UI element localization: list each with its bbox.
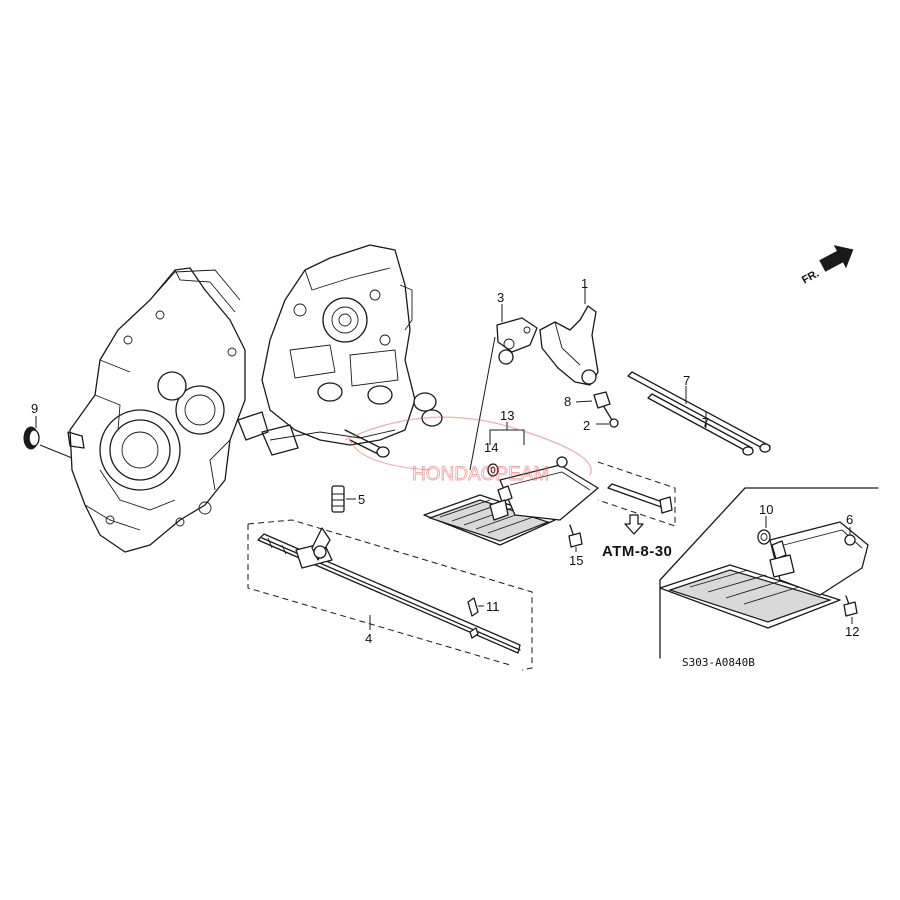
inset-box xyxy=(659,487,879,659)
callout-10: 10 xyxy=(759,502,773,517)
front-indicator-label: FR. xyxy=(800,268,821,287)
pin-part-11 xyxy=(467,597,484,617)
callout-1: 1 xyxy=(581,276,588,291)
valve-body-housing xyxy=(237,244,443,458)
callout-8: 8 xyxy=(564,394,571,409)
rod-part-7-upper xyxy=(627,371,771,453)
strainer-part-6 xyxy=(659,521,869,629)
shift-fork-part-1 xyxy=(539,286,599,386)
oil-seal-part-9 xyxy=(23,416,73,459)
control-lever-part-3 xyxy=(496,304,538,365)
callout-15: 15 xyxy=(569,553,583,568)
strainer-part-13 xyxy=(423,422,599,546)
callout-13: 13 xyxy=(500,408,514,423)
callout-4: 4 xyxy=(365,631,372,646)
callout-6: 6 xyxy=(846,512,853,527)
reference-page-label: ATM-8-30 xyxy=(602,543,672,560)
callout-5: 5 xyxy=(358,492,365,507)
diagram-code: S303-A0840B xyxy=(682,656,755,669)
callout-3: 3 xyxy=(497,290,504,305)
down-arrow-outline-icon xyxy=(624,514,644,535)
bolt-part-12 xyxy=(843,595,858,624)
callout-11: 11 xyxy=(486,599,500,614)
callout-7-upper: 7 xyxy=(683,373,690,388)
bolt-part-5 xyxy=(331,485,356,513)
shift-shaft-part-4 xyxy=(247,519,533,671)
pin-part-8 xyxy=(575,391,611,409)
reference-bolt-group xyxy=(597,461,676,527)
o-ring-part-14 xyxy=(487,463,499,477)
fr-arrow-icon xyxy=(819,245,854,272)
callout-7-lower: 7 xyxy=(702,415,709,430)
callout-9: 9 xyxy=(31,401,38,416)
watermark-text: HONDAOPEAM xyxy=(412,464,549,485)
callout-14: 14 xyxy=(484,440,498,455)
rod-part-7-lower xyxy=(647,393,754,456)
transmission-housing xyxy=(67,267,246,553)
watermark: HONDAOPEAM xyxy=(344,416,592,485)
callout-12: 12 xyxy=(845,624,859,639)
o-ring-part-10 xyxy=(757,516,771,545)
bolt-part-2 xyxy=(596,406,619,428)
callout-2: 2 xyxy=(583,418,590,433)
bolt-part-15 xyxy=(568,524,583,552)
